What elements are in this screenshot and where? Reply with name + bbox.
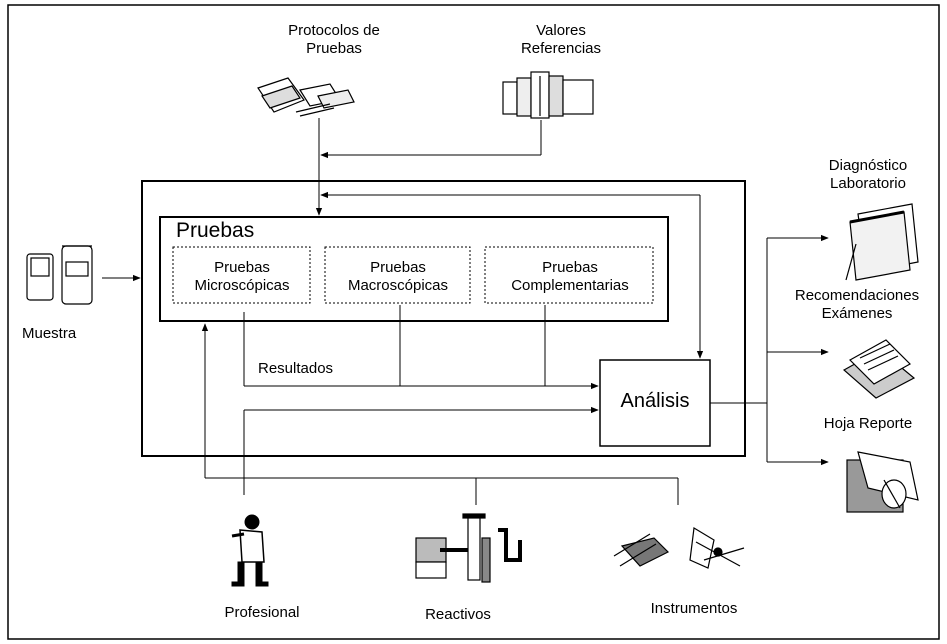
recomendaciones-label-line1: Recomendaciones <box>794 287 920 304</box>
outer-frame <box>7 4 940 640</box>
resultados-label: Resultados <box>258 360 334 377</box>
diagnostico-label-line2: Laboratorio <box>830 175 906 192</box>
comp-box <box>484 246 654 304</box>
diagnostico-label: Diagnóstico Laboratorio <box>808 157 928 193</box>
comp-label: Pruebas Complementarias <box>487 259 653 295</box>
diagnostico-pages-icon <box>845 203 919 281</box>
analisis-label: Análisis <box>620 390 690 412</box>
resultados-connectors <box>243 305 599 390</box>
valores-label-line1: Valores <box>536 22 586 39</box>
hoja-reporte-icon <box>846 451 919 513</box>
protocolos-label-line1: Protocolos de <box>288 22 380 39</box>
macro-label-line1: Pruebas <box>370 259 426 276</box>
hoja-reporte-label: Hoja Reporte <box>823 415 913 432</box>
reactivos-label: Reactivos <box>425 606 491 623</box>
valores-label: Valores Referencias <box>506 22 616 58</box>
comp-label-line1: Pruebas <box>542 259 598 276</box>
sample-tubes-icon <box>26 245 93 305</box>
main-process-box <box>141 180 746 457</box>
comp-label-line2: Complementarias <box>511 277 629 294</box>
pruebas-box <box>159 216 669 322</box>
macro-box <box>324 246 471 304</box>
recomendaciones-label: Recomendaciones Exámenes <box>782 287 932 323</box>
reference-books-icon <box>502 71 594 119</box>
protocol-papers-icon <box>257 77 355 117</box>
instrumentos-icon <box>613 527 745 569</box>
diagnostico-label-line1: Diagnóstico <box>828 157 908 174</box>
micro-label-line1: Pruebas <box>214 259 270 276</box>
resource-connectors <box>201 323 679 505</box>
micro-label: Pruebas Microscópicas <box>175 259 309 295</box>
reactivos-glassware-icon <box>415 513 522 583</box>
micro-box <box>172 246 311 304</box>
pruebas-title: Pruebas <box>176 219 255 242</box>
protocolos-label: Protocolos de Pruebas <box>284 22 384 58</box>
top-input-connectors <box>315 118 542 216</box>
recomendaciones-docs-icon <box>842 339 916 399</box>
macro-label-line2: Macroscópicas <box>347 277 449 294</box>
protocolos-label-line2: Pruebas <box>306 40 362 57</box>
feedback-connector <box>320 191 704 359</box>
valores-label-line2: Referencias <box>520 40 602 57</box>
micro-label-line2: Microscópicas <box>194 277 290 294</box>
output-connectors <box>710 234 829 466</box>
profesional-person-icon <box>231 514 269 587</box>
analisis-box <box>599 359 711 447</box>
muestra-label: Muestra <box>22 325 77 342</box>
profesional-label: Profesional <box>224 604 300 621</box>
instrumentos-label: Instrumentos <box>650 600 738 617</box>
recomendaciones-label-line2: Exámenes <box>821 305 893 322</box>
macro-label: Pruebas Macroscópicas <box>327 259 469 295</box>
